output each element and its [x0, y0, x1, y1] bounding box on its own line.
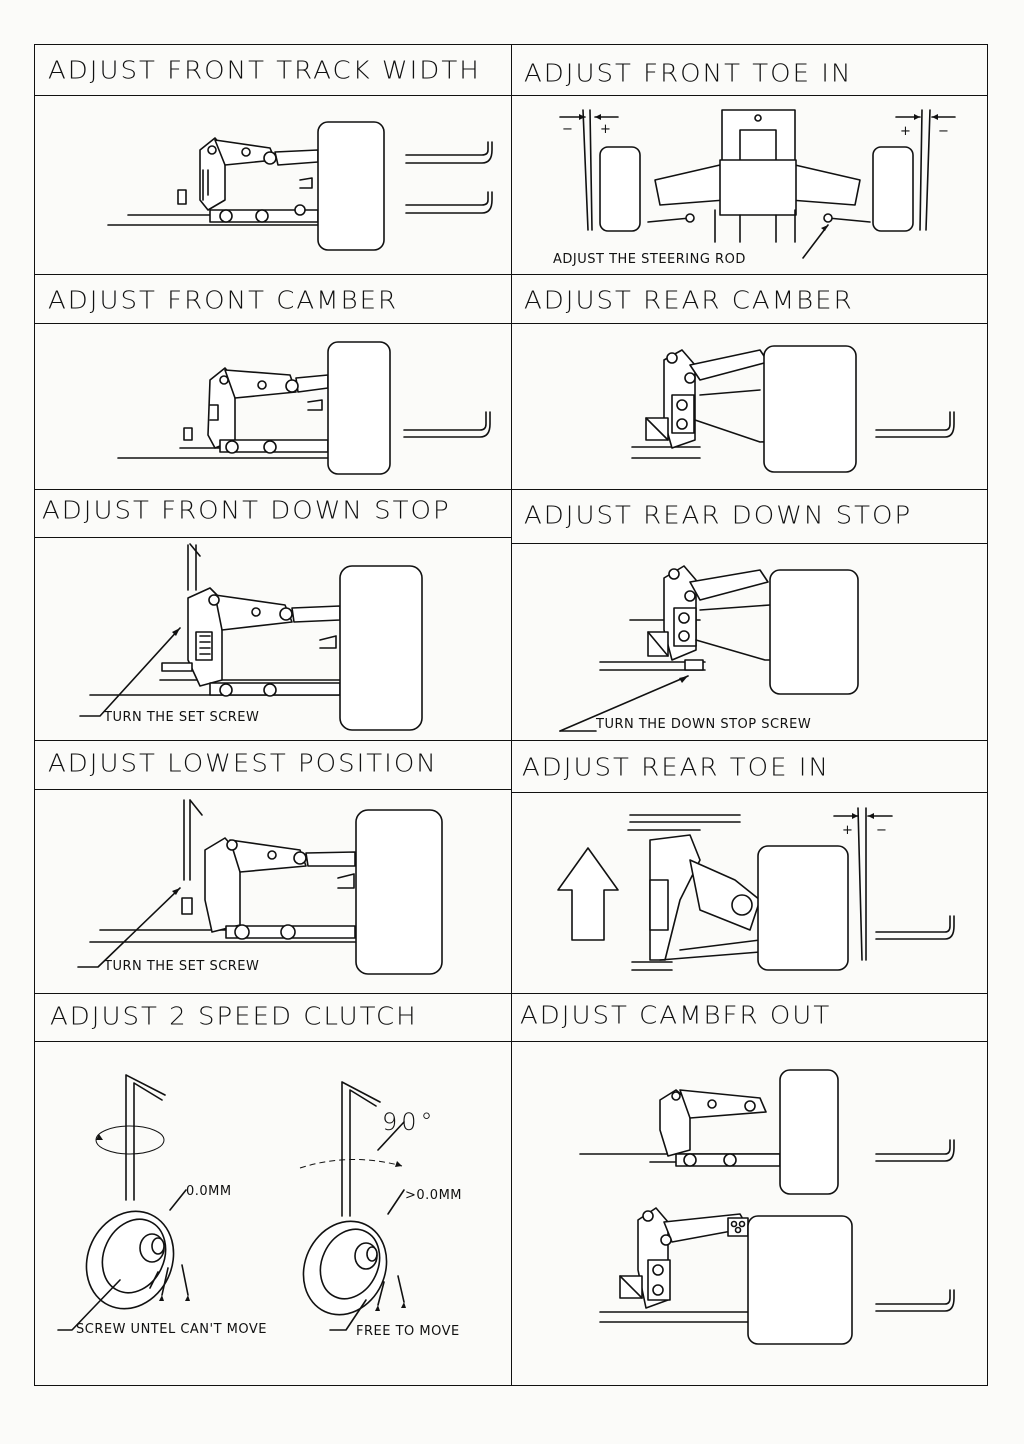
sign-minus: − [562, 122, 574, 137]
row-rule [34, 323, 988, 324]
row-rule [34, 489, 988, 490]
note-turn-down-stop-screw: TURN THE DOWN STOP SCREW [596, 717, 812, 732]
note-screw-until-cant-move: SCREW UNTEL CAN'T MOVE [76, 1322, 268, 1337]
row-rule [511, 543, 988, 544]
row-rule [34, 740, 988, 741]
note-free-to-move: FREE TO MOVE [356, 1324, 460, 1339]
column-divider [511, 44, 512, 1386]
panel-title-front-down-stop: ADJUST FRONT DOWN STOP [42, 496, 451, 526]
note-turn-set-screw-lowest: TURN THE SET SCREW [104, 959, 260, 974]
panel-title-camber-out: ADJUST CAMBFR OUT [520, 1001, 832, 1031]
sign-minus: − [938, 124, 950, 139]
panel-title-two-speed-clutch: ADJUST 2 SPEED CLUTCH [50, 1002, 418, 1032]
sign-minus: − [876, 823, 888, 838]
row-rule [34, 537, 511, 538]
row-rule [34, 95, 988, 96]
row-rule [511, 792, 988, 793]
sign-plus: + [600, 122, 612, 137]
sign-plus: + [842, 823, 854, 838]
row-rule [34, 993, 988, 994]
panel-title-rear-toe-in: ADJUST REAR TOE IN [522, 753, 830, 783]
clutch-gap-left: 0.0MM [186, 1184, 232, 1199]
note-adjust-steering-rod: ADJUST THE STEERING ROD [553, 252, 746, 267]
sign-plus: + [900, 124, 912, 139]
panel-title-front-track-width: ADJUST FRONT TRACK WIDTH [48, 56, 481, 86]
panel-title-rear-camber: ADJUST REAR CAMBER [524, 286, 854, 316]
note-turn-set-screw-front: TURN THE SET SCREW [104, 710, 260, 725]
panel-title-front-camber: ADJUST FRONT CAMBER [48, 286, 399, 316]
row-rule [34, 789, 511, 790]
clutch-gap-right: >0.0MM [405, 1188, 462, 1203]
panel-title-front-toe-in: ADJUST FRONT TOE IN [524, 59, 853, 89]
panel-title-rear-down-stop: ADJUST REAR DOWN STOP [524, 501, 913, 531]
panel-title-lowest-position: ADJUST LOWEST POSITION [48, 749, 438, 779]
clutch-angle: 90° [382, 1108, 437, 1136]
row-rule [34, 1041, 988, 1042]
row-rule [34, 274, 988, 275]
